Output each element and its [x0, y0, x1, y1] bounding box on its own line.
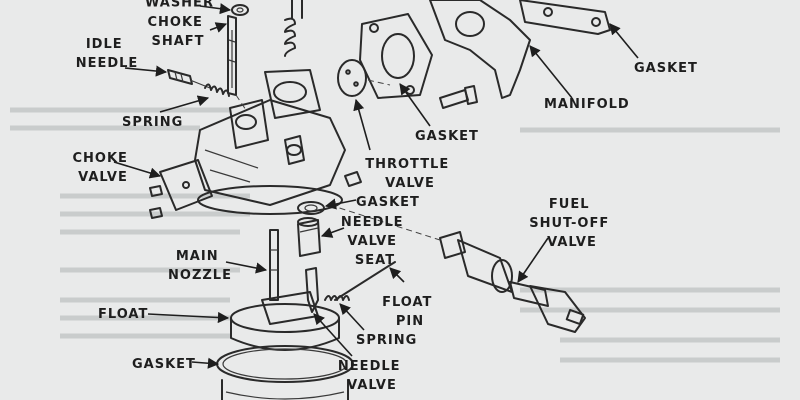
choke-shaft-part — [227, 15, 237, 96]
label-manifold: MANIFOLD — [544, 97, 630, 112]
fuel-shutoff-valve-part — [439, 231, 586, 333]
choke-screws — [149, 185, 163, 219]
fuel-bowl-part — [221, 379, 349, 400]
label-spring-lower: SPRING — [356, 333, 417, 348]
idle-spring-part — [204, 83, 230, 97]
leader-lines — [113, 3, 639, 369]
label-gasket-mid: GASKET — [415, 129, 479, 144]
label-choke-shaft: CHOKE SHAFT — [148, 15, 209, 49]
label-throttle-valve: THROTTLE VALVE — [365, 157, 455, 191]
label-needle-valve-seat: NEEDLE VALVE SEAT — [341, 215, 409, 268]
assembly-axis-lines — [235, 79, 441, 241]
label-float: FLOAT — [98, 307, 148, 322]
bowl-gasket-part — [216, 345, 354, 383]
manifold-bolt-part — [439, 85, 478, 109]
label-spring-upper: SPRING — [122, 115, 183, 130]
throttle-spring-part — [284, 0, 303, 57]
label-main-nozzle: MAIN NOZZLE — [168, 249, 232, 283]
idle-needle-part — [167, 69, 211, 89]
label-gasket-center: GASKET — [356, 195, 420, 210]
label-gasket-bottom: GASKET — [132, 357, 196, 372]
label-needle-valve: NEEDLE VALVE — [338, 359, 406, 393]
bleed-through-text — [10, 107, 780, 363]
label-idle-needle: IDLE NEEDLE — [76, 37, 139, 71]
label-gasket-top-right: GASKET — [634, 61, 698, 76]
float-pin-part — [334, 261, 396, 301]
float-part — [230, 291, 340, 351]
label-choke-valve: CHOKE VALVE — [73, 151, 134, 185]
center-gasket-part — [297, 201, 325, 215]
label-float-pin: FLOAT PIN — [382, 295, 438, 329]
choke-valve-part — [159, 159, 213, 211]
needle-spring-part — [324, 295, 350, 301]
main-nozzle-part — [269, 229, 279, 301]
part-labels: WASHER CHOKE SHAFT IDLE NEEDLE SPRING CH… — [73, 0, 698, 393]
body-screw — [344, 171, 362, 187]
flange-gasket-part — [359, 13, 433, 99]
needle-valve-seat-part — [297, 217, 321, 257]
throttle-valve-part — [337, 59, 367, 97]
washer-part — [231, 4, 249, 16]
label-fuel-shutoff-valve: FUEL SHUT-OFF VALVE — [529, 197, 615, 250]
carburetor-body — [194, 69, 346, 215]
manifold-part — [429, 0, 611, 99]
label-washer: WASHER — [145, 0, 214, 11]
